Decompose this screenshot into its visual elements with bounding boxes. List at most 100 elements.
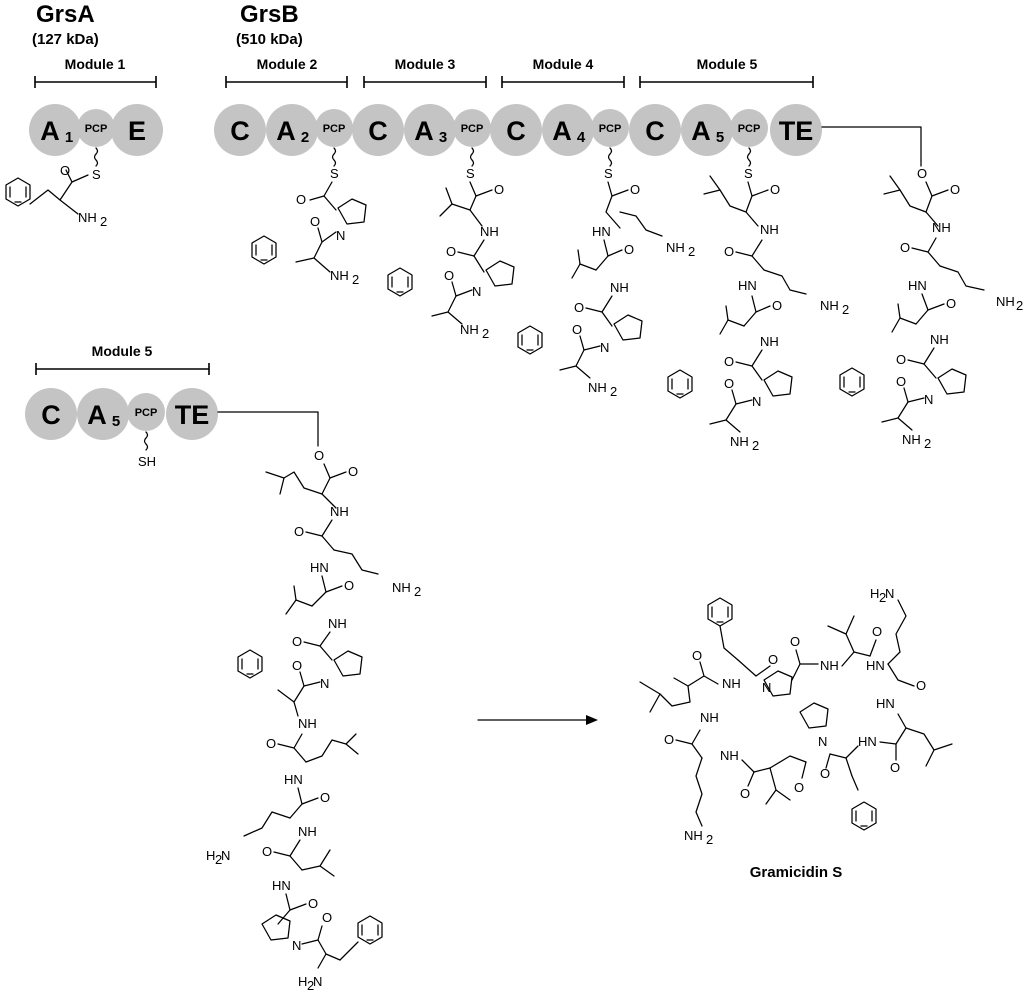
svg-text:O: O [266, 736, 276, 751]
svg-text:O: O [740, 786, 750, 801]
svg-text:HN: HN [858, 734, 877, 749]
structure-pentapeptide-te: O O NH O NH 2 HN O NH O N O NH 2 [839, 159, 1023, 451]
domain-c-lower [25, 388, 77, 440]
svg-text:O: O [724, 244, 734, 259]
svg-text:N: N [313, 974, 322, 989]
svg-text:3: 3 [439, 129, 447, 146]
svg-text:HN: HN [866, 658, 885, 673]
svg-text:N: N [336, 228, 345, 243]
svg-text:NH: NH [328, 616, 347, 631]
module-3-label: Module 3 [395, 56, 456, 72]
svg-text:NH: NH [684, 828, 703, 843]
structure-pentapeptide-module5: S O NH O NH 2 HN O NH O N O NH 2 [667, 147, 849, 453]
svg-text:NH: NH [392, 580, 411, 595]
domain-a5 [681, 104, 733, 156]
svg-text:NH: NH [760, 222, 779, 237]
svg-text:PCP: PCP [85, 123, 108, 135]
svg-text:NH: NH [330, 268, 349, 283]
svg-text:H: H [870, 586, 879, 601]
svg-text:2: 2 [307, 978, 314, 993]
domain-pcp-4 [591, 109, 629, 147]
svg-text:S: S [466, 166, 475, 181]
svg-text:O: O [896, 352, 906, 367]
svg-text:NH: NH [330, 504, 349, 519]
svg-text:O: O [344, 578, 354, 593]
svg-text:O: O [724, 354, 734, 369]
svg-text:N: N [924, 392, 933, 407]
svg-text:NH: NH [820, 298, 839, 313]
svg-text:O: O [348, 464, 358, 479]
svg-text:O: O [294, 524, 304, 539]
domain-a3 [404, 104, 456, 156]
svg-text:NH: NH [932, 220, 951, 235]
svg-text:O: O [292, 658, 302, 673]
svg-text:N: N [762, 680, 771, 695]
svg-text:PCP: PCP [323, 123, 346, 135]
domain-pcp-3 [453, 109, 491, 147]
structure-phe-pro-module2: S O N O NH 2 [251, 147, 367, 287]
svg-text:O: O [314, 448, 324, 463]
svg-text:PCP: PCP [599, 123, 622, 135]
module-1-label: Module 1 [65, 56, 126, 72]
module-bar-5-lower: Module 5 [35, 343, 210, 375]
svg-text:2: 2 [414, 584, 421, 599]
grsB-domains: C A 2 PCP C A 3 PCP C A 4 PCP C A 5 PCP … [214, 104, 822, 156]
svg-text:E: E [128, 116, 146, 146]
domain-te-lower [166, 388, 218, 440]
structure-decapeptide-te: O O NH O NH 2 HN O NH O N O NH O H [206, 448, 421, 993]
svg-text:O: O [494, 182, 504, 197]
domain-c-2 [214, 104, 266, 156]
svg-text:N: N [221, 848, 230, 863]
svg-text:2: 2 [610, 384, 617, 399]
structure-phe-module1: S O NH 2 [5, 147, 107, 229]
structure-gramicidin-s: O NH O NH O NH 2 NH O O N O NH O HN [639, 586, 953, 881]
svg-text:HN: HN [738, 278, 757, 293]
svg-text:2: 2 [100, 214, 107, 229]
svg-text:A: A [276, 116, 296, 146]
domain-a4 [542, 104, 594, 156]
svg-text:NH: NH [820, 658, 839, 673]
svg-text:N: N [752, 394, 761, 409]
svg-text:O: O [446, 244, 456, 259]
svg-text:O: O [916, 678, 926, 693]
svg-text:NH: NH [588, 380, 607, 395]
svg-text:A: A [552, 116, 572, 146]
svg-text:2: 2 [301, 129, 309, 146]
svg-text:2: 2 [215, 852, 222, 867]
svg-text:N: N [320, 676, 329, 691]
te-tether-lower [217, 411, 319, 447]
svg-text:O: O [322, 910, 332, 925]
svg-text:O: O [292, 634, 302, 649]
module-bar-2: Module 2 [225, 56, 348, 88]
svg-text:A: A [414, 116, 434, 146]
svg-text:A: A [87, 400, 107, 430]
svg-text:S: S [604, 166, 613, 181]
svg-text:O: O [790, 634, 800, 649]
svg-text:NH: NH [78, 210, 97, 225]
svg-text:O: O [574, 300, 584, 315]
svg-text:PCP: PCP [135, 407, 158, 419]
domain-a5-lower [77, 388, 129, 440]
svg-text:O: O [296, 192, 306, 207]
svg-text:C: C [41, 400, 61, 430]
svg-text:2: 2 [842, 302, 849, 317]
svg-text:NH: NH [996, 294, 1015, 309]
grsA-domains: A 1 PCP E [29, 104, 163, 156]
module-bar-3: Module 3 [363, 56, 487, 88]
svg-text:O: O [444, 268, 454, 283]
grsB-mass: (510 kDa) [236, 31, 303, 48]
svg-text:1: 1 [65, 129, 73, 146]
svg-text:5: 5 [716, 129, 724, 146]
svg-text:S: S [330, 166, 339, 181]
svg-text:O: O [896, 374, 906, 389]
svg-text:O: O [630, 182, 640, 197]
svg-text:4: 4 [577, 129, 586, 146]
domain-c-5 [629, 104, 681, 156]
svg-text:O: O [724, 376, 734, 391]
svg-text:HN: HN [876, 696, 895, 711]
svg-text:H: H [206, 848, 215, 863]
module-bar-1: Module 1 [34, 56, 157, 88]
svg-text:HN: HN [272, 878, 291, 893]
domain-te [770, 104, 822, 156]
